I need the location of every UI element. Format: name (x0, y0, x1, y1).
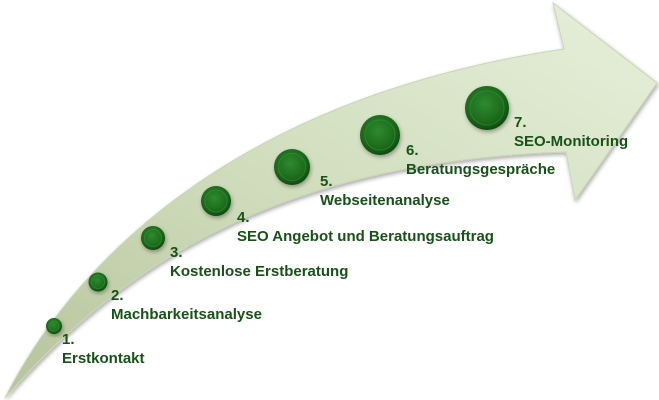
step-dots (46, 86, 509, 334)
step-2: 2. Machbarkeitsanalyse (111, 286, 262, 324)
step-6: 6. Beratungsgespräche (406, 141, 555, 179)
step-4-number: 4. (237, 209, 250, 226)
step-7-label: SEO-Monitoring (514, 133, 629, 150)
step-dot-6 (360, 115, 400, 155)
step-dot-3 (141, 226, 165, 250)
step-3-number: 3. (170, 244, 183, 261)
step-dot-5 (274, 149, 310, 185)
step-1-label: Erstkontakt (62, 350, 145, 367)
step-6-label: Beratungsgespräche (406, 161, 556, 178)
step-1-number: 1. (62, 331, 75, 348)
step-6-number: 6. (406, 142, 419, 159)
step-dot-2 (88, 272, 108, 292)
step-7-number: 7. (514, 114, 527, 131)
step-5: 5. Webseitenanalyse (320, 172, 450, 210)
step-4: 4. SEO Angebot und Beratungsauftrag (237, 208, 494, 246)
step-5-number: 5. (320, 173, 333, 190)
step-3: 3. Kostenlose Erstberatung (170, 243, 348, 281)
step-dot-4 (201, 186, 231, 216)
step-2-number: 2. (111, 287, 124, 304)
step-dot-7 (465, 86, 509, 130)
step-1: 1. Erstkontakt (62, 330, 145, 368)
step-5-label: Webseitenanalyse (320, 192, 450, 209)
step-4-label: SEO Angebot und Beratungsauftrag (237, 228, 494, 245)
step-2-label: Machbarkeitsanalyse (111, 306, 262, 323)
step-7: 7. SEO-Monitoring (514, 113, 628, 151)
step-3-label: Kostenlose Erstberatung (170, 263, 349, 280)
step-dot-1 (46, 318, 62, 334)
